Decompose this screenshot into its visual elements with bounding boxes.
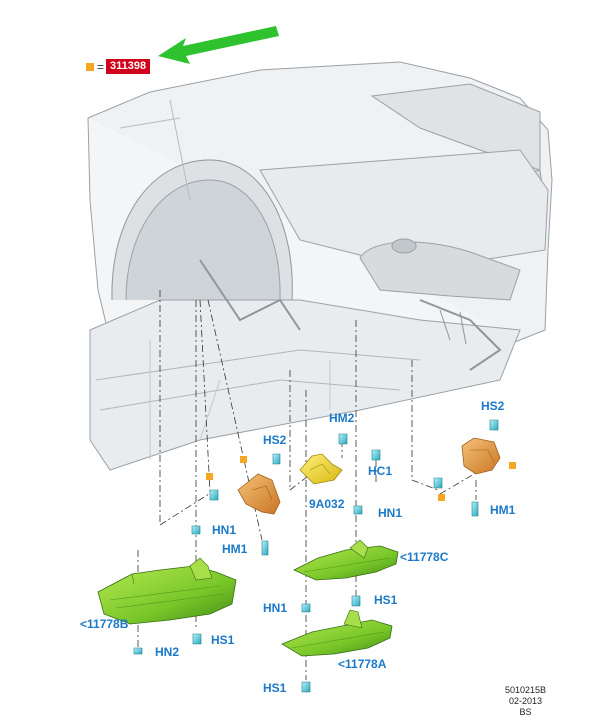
callout-hs1-left: HS1: [211, 633, 235, 647]
callout-hc1: HC1: [368, 464, 393, 478]
vehicle-body: [87, 61, 553, 471]
callout-hn1-lower: HN1: [263, 601, 288, 615]
reference-date: 02-2013: [509, 696, 543, 706]
legend-part-code: 311398: [106, 59, 151, 74]
callout-hn1-mid: HN1: [378, 506, 403, 520]
callout-hn1-left: HN1: [212, 523, 237, 537]
legend: = 311398: [86, 59, 151, 74]
callout-hn2: HN2: [155, 645, 180, 659]
orange-marker-squares: [206, 456, 516, 501]
shield-11778c: [293, 539, 399, 581]
orange-square-icon: [86, 62, 94, 71]
callout-11778a: <11778A: [338, 657, 387, 671]
callout-hs2-left: HS2: [263, 433, 287, 447]
left-deflector-part: [237, 473, 281, 515]
callout-hs1-bottom: HS1: [263, 681, 287, 695]
reference-number: 5010215B: [505, 685, 547, 695]
reference-block: 5010215B 02-2013 BS: [505, 685, 546, 718]
fasteners: [133, 419, 499, 693]
callout-hm1-right: HM1: [490, 503, 516, 517]
callout-11778b: <11778B: [80, 617, 129, 631]
callout-hs1-mid: HS1: [374, 593, 398, 607]
right-deflector-part: [461, 437, 501, 475]
callout-hs2-right: HS2: [481, 399, 505, 413]
callout-11778c: <11778C: [400, 550, 449, 564]
green-pointer-arrow: [158, 26, 279, 64]
callout-9a032: 9A032: [309, 497, 345, 511]
reference-initials: BS: [519, 707, 532, 717]
callout-hm2: HM2: [329, 411, 355, 425]
legend-equals: =: [97, 59, 105, 74]
callout-hm1-left: HM1: [222, 542, 248, 556]
shield-11778b: [97, 557, 237, 625]
heat-shield-bracket-part: [299, 453, 343, 485]
shield-11778a: [281, 609, 393, 657]
